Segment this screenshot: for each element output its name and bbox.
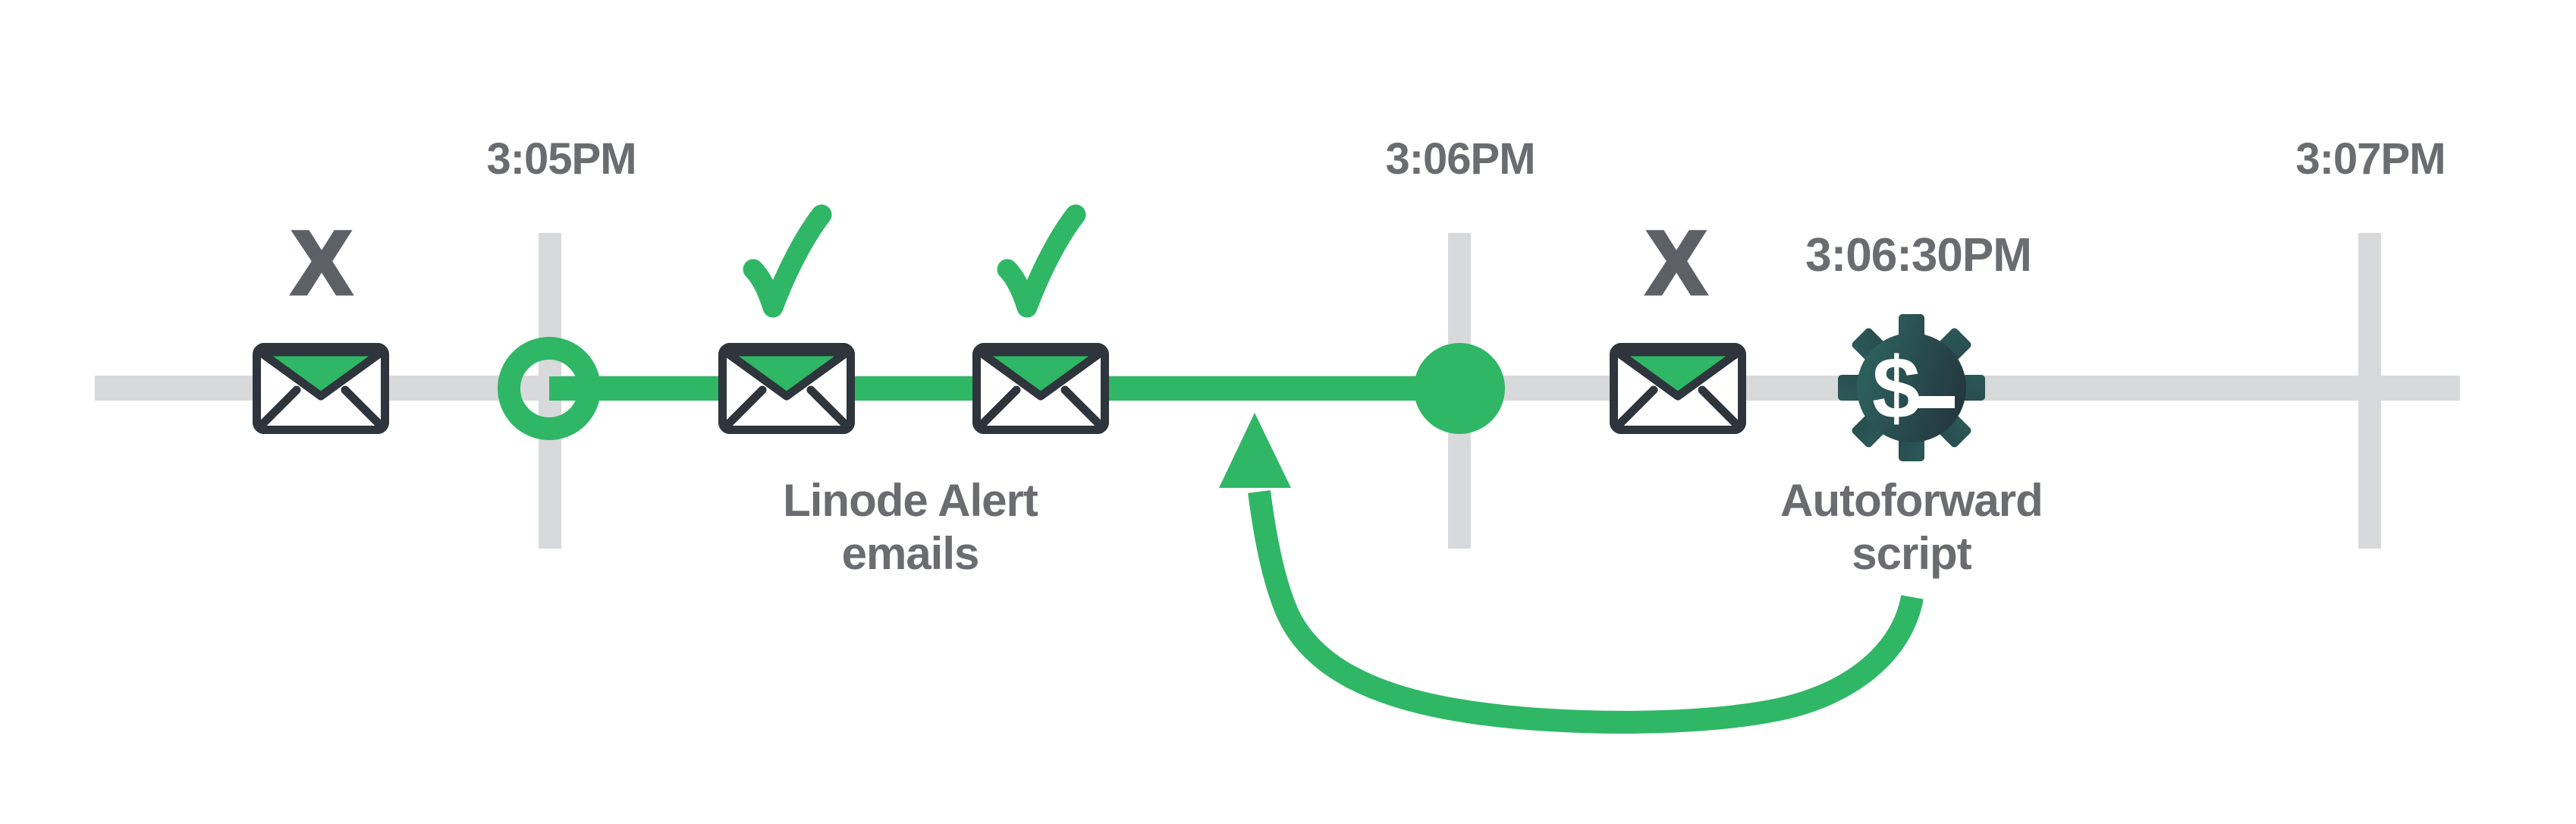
tick-label-3-07pm: 3:07PM bbox=[2295, 134, 2445, 184]
check-icon-2 bbox=[1007, 215, 1076, 307]
email-envelope-icon-4 bbox=[1614, 348, 1742, 430]
tick-label-3-05pm: 3:05PM bbox=[486, 134, 636, 184]
timeline-end-node bbox=[1414, 343, 1505, 434]
label-linode-alert-emails: Linode Alert emails bbox=[783, 475, 1039, 579]
email-envelope-icon-2 bbox=[723, 348, 851, 430]
label-linode-alert-line2: emails bbox=[842, 528, 979, 579]
dollar-glyph: $ bbox=[1872, 340, 1921, 437]
loop-arrow bbox=[1219, 413, 1924, 734]
x-icon-2: X bbox=[1647, 213, 1707, 313]
underscore-glyph bbox=[1918, 396, 1955, 408]
loop-arrow-curve bbox=[1248, 490, 1924, 734]
email-envelope-icon-3 bbox=[977, 348, 1105, 430]
label-autoforward-line1: Autoforward bbox=[1780, 475, 2043, 526]
check-icon-1 bbox=[753, 215, 821, 307]
x-icon-1: X bbox=[292, 213, 352, 313]
tick-label-3-06pm: 3:06PM bbox=[1385, 134, 1535, 184]
timeline-start-node bbox=[498, 337, 601, 440]
email-envelope-icon-1 bbox=[257, 348, 385, 430]
tick-3-07pm bbox=[2358, 233, 2381, 549]
label-linode-alert-line1: Linode Alert bbox=[783, 475, 1038, 526]
label-autoforward-script: Autoforward script bbox=[1780, 475, 2044, 579]
label-script-time: 3:06:30PM bbox=[1805, 229, 2031, 281]
arrow-head bbox=[1219, 413, 1291, 488]
label-autoforward-line2: script bbox=[1852, 528, 1971, 579]
autoforward-script-gear-icon: $ bbox=[1838, 314, 1985, 461]
